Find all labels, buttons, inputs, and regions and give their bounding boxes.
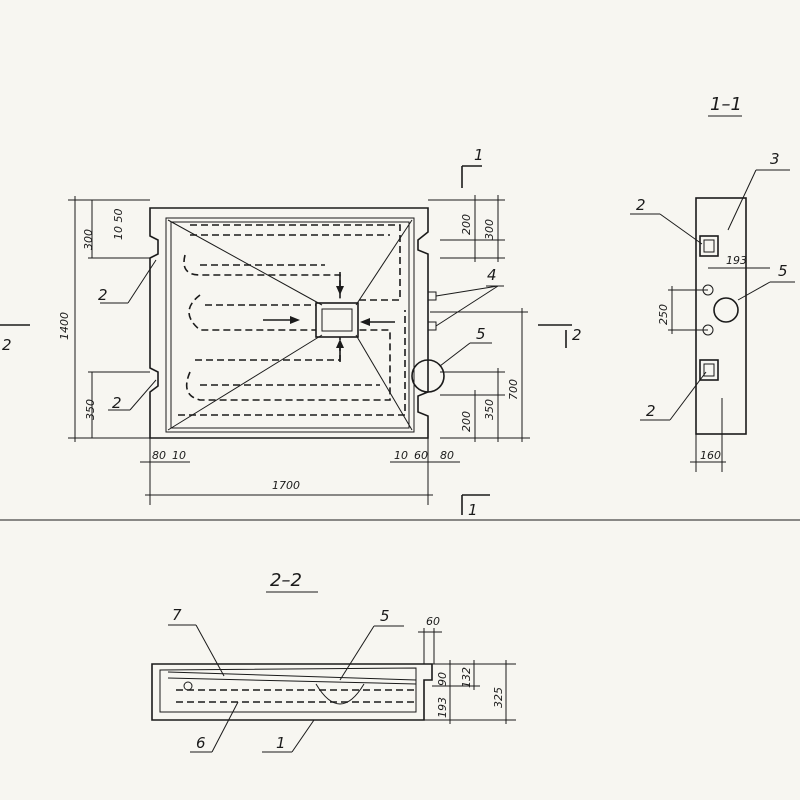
cut-1-top: 1 xyxy=(474,146,484,164)
dim-10-right: 10 xyxy=(394,449,408,462)
flow-arrow-head xyxy=(290,316,300,324)
pipe-outlet xyxy=(427,321,437,331)
slope-line xyxy=(355,334,413,431)
dim-350-right: 350 xyxy=(483,399,496,420)
dim-300-left: 300 xyxy=(82,229,95,250)
cut-2-right: 2 xyxy=(572,326,582,344)
leader xyxy=(659,213,703,245)
dim-80-right: 80 xyxy=(440,449,454,462)
section-2-2-label-7: 7 xyxy=(172,606,182,624)
slope-line xyxy=(167,219,323,306)
dim-1700: 1700 xyxy=(272,479,300,492)
plan-view: 1400 300 10 50 350 2 2 200 300 200 350 7… xyxy=(0,146,582,519)
dim-60: 60 xyxy=(426,615,440,628)
dim-193-s22: 193 xyxy=(436,697,449,718)
section-1-1-label-3: 3 xyxy=(770,150,780,168)
slot-bottom-inner xyxy=(703,363,715,377)
pipe-hole xyxy=(713,297,739,323)
section-1-1-body xyxy=(695,197,747,435)
drain-box xyxy=(315,302,359,338)
leader xyxy=(435,285,499,327)
leader xyxy=(127,259,157,304)
leader xyxy=(439,342,471,367)
dim-60-right: 60 xyxy=(414,449,428,462)
dim-10-50: 10 50 xyxy=(112,209,125,241)
slot-top xyxy=(699,235,719,257)
plan-label-2-bottom: 2 xyxy=(112,394,122,412)
flow-arrow-head xyxy=(336,339,344,348)
slope-line xyxy=(355,219,413,306)
slope-line xyxy=(167,677,417,685)
flow-arrow-head xyxy=(336,286,344,295)
section-2-2-label-6: 6 xyxy=(196,734,206,752)
heating-pipe-section xyxy=(176,689,416,703)
cut-1-bottom: 1 xyxy=(468,501,478,519)
dim-193: 193 xyxy=(726,254,747,267)
dim-700: 700 xyxy=(507,379,520,400)
section-2-2-inner xyxy=(159,667,417,713)
section-2-2-label-1: 1 xyxy=(276,734,286,752)
pipe-end xyxy=(183,681,193,691)
dim-350-left: 350 xyxy=(84,399,97,420)
leader xyxy=(129,379,157,411)
plan-label-2-top: 2 xyxy=(98,286,108,304)
plan-inner-rim xyxy=(170,221,410,429)
slot-top-inner xyxy=(703,239,715,253)
plan-inner-tray xyxy=(165,217,415,433)
leader xyxy=(195,624,225,677)
pipe-outlet xyxy=(427,291,437,301)
slope-line xyxy=(167,334,323,431)
section-2-2-label-5: 5 xyxy=(380,607,390,625)
dim-1400: 1400 xyxy=(58,312,71,340)
dim-160: 160 xyxy=(700,449,721,462)
section-1-1-label-2-bottom: 2 xyxy=(646,402,656,420)
slope-line xyxy=(167,671,417,681)
dim-325: 325 xyxy=(492,687,505,708)
slot-bottom xyxy=(699,359,719,381)
dim-200-bottom: 200 xyxy=(460,411,473,432)
dim-10-left: 10 xyxy=(172,449,186,462)
section-1-1-title: 1–1 xyxy=(710,94,742,115)
section-1-1-label-2-top: 2 xyxy=(636,196,646,214)
leader xyxy=(737,281,771,301)
section-2-2: 2–2 7 5 6 1 60 90 132 193 xyxy=(151,570,516,753)
dim-132: 132 xyxy=(460,667,473,688)
flow-arrow-head xyxy=(360,318,370,326)
leader xyxy=(669,371,707,421)
plan-outline xyxy=(149,207,429,439)
dim-80-left: 80 xyxy=(152,449,166,462)
detail-circle xyxy=(411,359,445,393)
leader xyxy=(727,169,757,231)
section-1-1: 1–1 3 2 2 5 193 250 160 xyxy=(630,94,795,472)
leader xyxy=(435,285,499,297)
leader xyxy=(211,701,239,753)
leader xyxy=(339,625,375,681)
dim-300-right: 300 xyxy=(483,219,496,240)
dim-90: 90 xyxy=(436,672,449,686)
drain-inner xyxy=(321,308,353,332)
drain-sump xyxy=(315,683,365,705)
plan-label-4: 4 xyxy=(487,266,497,284)
section-2-2-title: 2–2 xyxy=(270,570,302,591)
cut-2-left: 2 xyxy=(2,336,12,354)
dim-250: 250 xyxy=(657,304,670,325)
dim-200-top: 200 xyxy=(460,214,473,235)
leader xyxy=(291,719,315,753)
plan-label-5: 5 xyxy=(476,325,486,343)
section-1-1-label-5: 5 xyxy=(778,262,788,280)
